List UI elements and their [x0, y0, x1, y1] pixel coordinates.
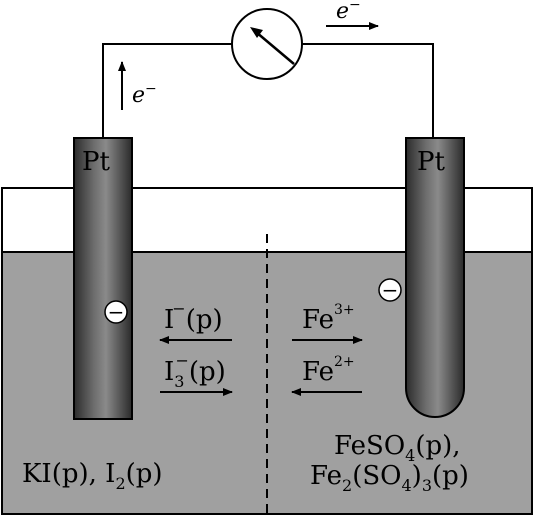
svg-text:−: −: [382, 278, 399, 302]
left-electrode-label: Pt: [82, 147, 110, 177]
left-solution-label: KI(p), I2(p): [22, 459, 163, 493]
electron-flow-top-label: e−: [336, 0, 361, 24]
right-electrode-label: Pt: [417, 147, 445, 177]
left-electrode: [73, 137, 133, 420]
right-electrode-charge-badge: −: [378, 278, 402, 302]
electron-flow-left-label: e−: [132, 81, 157, 108]
ferric-species-label: Fe3+: [302, 302, 355, 335]
right-solution-label-line1: FeSO4(p),: [334, 431, 461, 465]
right-solution-label-line2: Fe2(SO4)3(p): [310, 461, 469, 495]
ferrous-species-label: Fe2+: [302, 354, 355, 387]
iodide-species-label: I−(p): [164, 299, 223, 335]
svg-text:−: −: [108, 300, 125, 324]
external-wire: [102, 43, 232, 138]
right-electrode: [405, 137, 465, 418]
left-electrode-charge-badge: −: [104, 300, 128, 324]
galvanometer-icon: [231, 8, 303, 80]
external-wire-right: [302, 43, 434, 138]
triiodide-species-label: I3−(p): [164, 351, 226, 391]
